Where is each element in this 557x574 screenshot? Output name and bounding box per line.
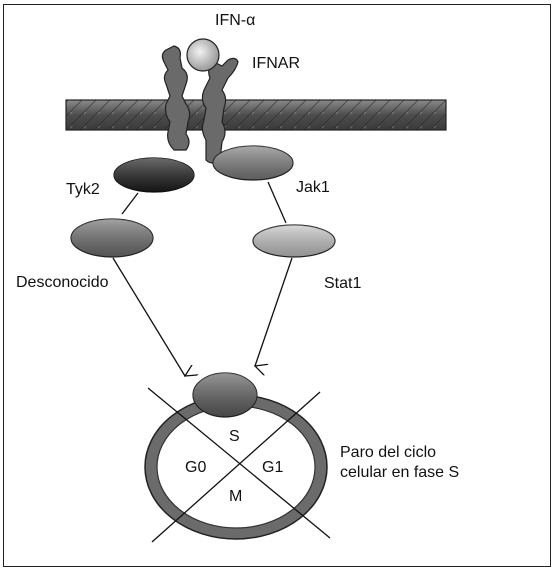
jak1-connector — [267, 181, 287, 224]
stat1-substrate — [252, 224, 336, 258]
unknown-label: Desconocido — [16, 274, 109, 291]
phase-g0-label: G0 — [185, 459, 207, 476]
ifn-alpha-label: IFN-α — [215, 12, 256, 29]
s-phase-block-blob — [192, 372, 258, 418]
arrow-stat1-to-cycle — [255, 257, 293, 366]
jak1-label: Jak1 — [296, 179, 330, 196]
unknown-substrate — [70, 218, 154, 258]
ifnar-label: IFNAR — [252, 55, 300, 72]
phase-s-label: S — [229, 428, 240, 445]
phase-m-label: M — [229, 488, 243, 505]
arrow-unknown-to-cycle — [112, 257, 185, 376]
phase-g1-label: G1 — [262, 459, 284, 476]
tyk2-connector — [121, 192, 139, 215]
cell-membrane — [65, 99, 447, 131]
tyk2-label: Tyk2 — [66, 181, 100, 198]
cycle-cross-line-a — [147, 387, 331, 539]
jak1-kinase — [212, 145, 294, 181]
stat1-label: Stat1 — [324, 275, 362, 292]
outcome-line2: celular en fase S — [340, 464, 460, 481]
cycle-cross-line-b — [151, 391, 321, 543]
ifnar-receptor-left — [161, 45, 191, 151]
tyk2-kinase — [113, 157, 195, 193]
ifn-alpha-ligand — [186, 38, 220, 72]
ifnar-receptor-right — [201, 57, 239, 164]
outcome-line1: Paro del ciclo — [340, 444, 437, 461]
